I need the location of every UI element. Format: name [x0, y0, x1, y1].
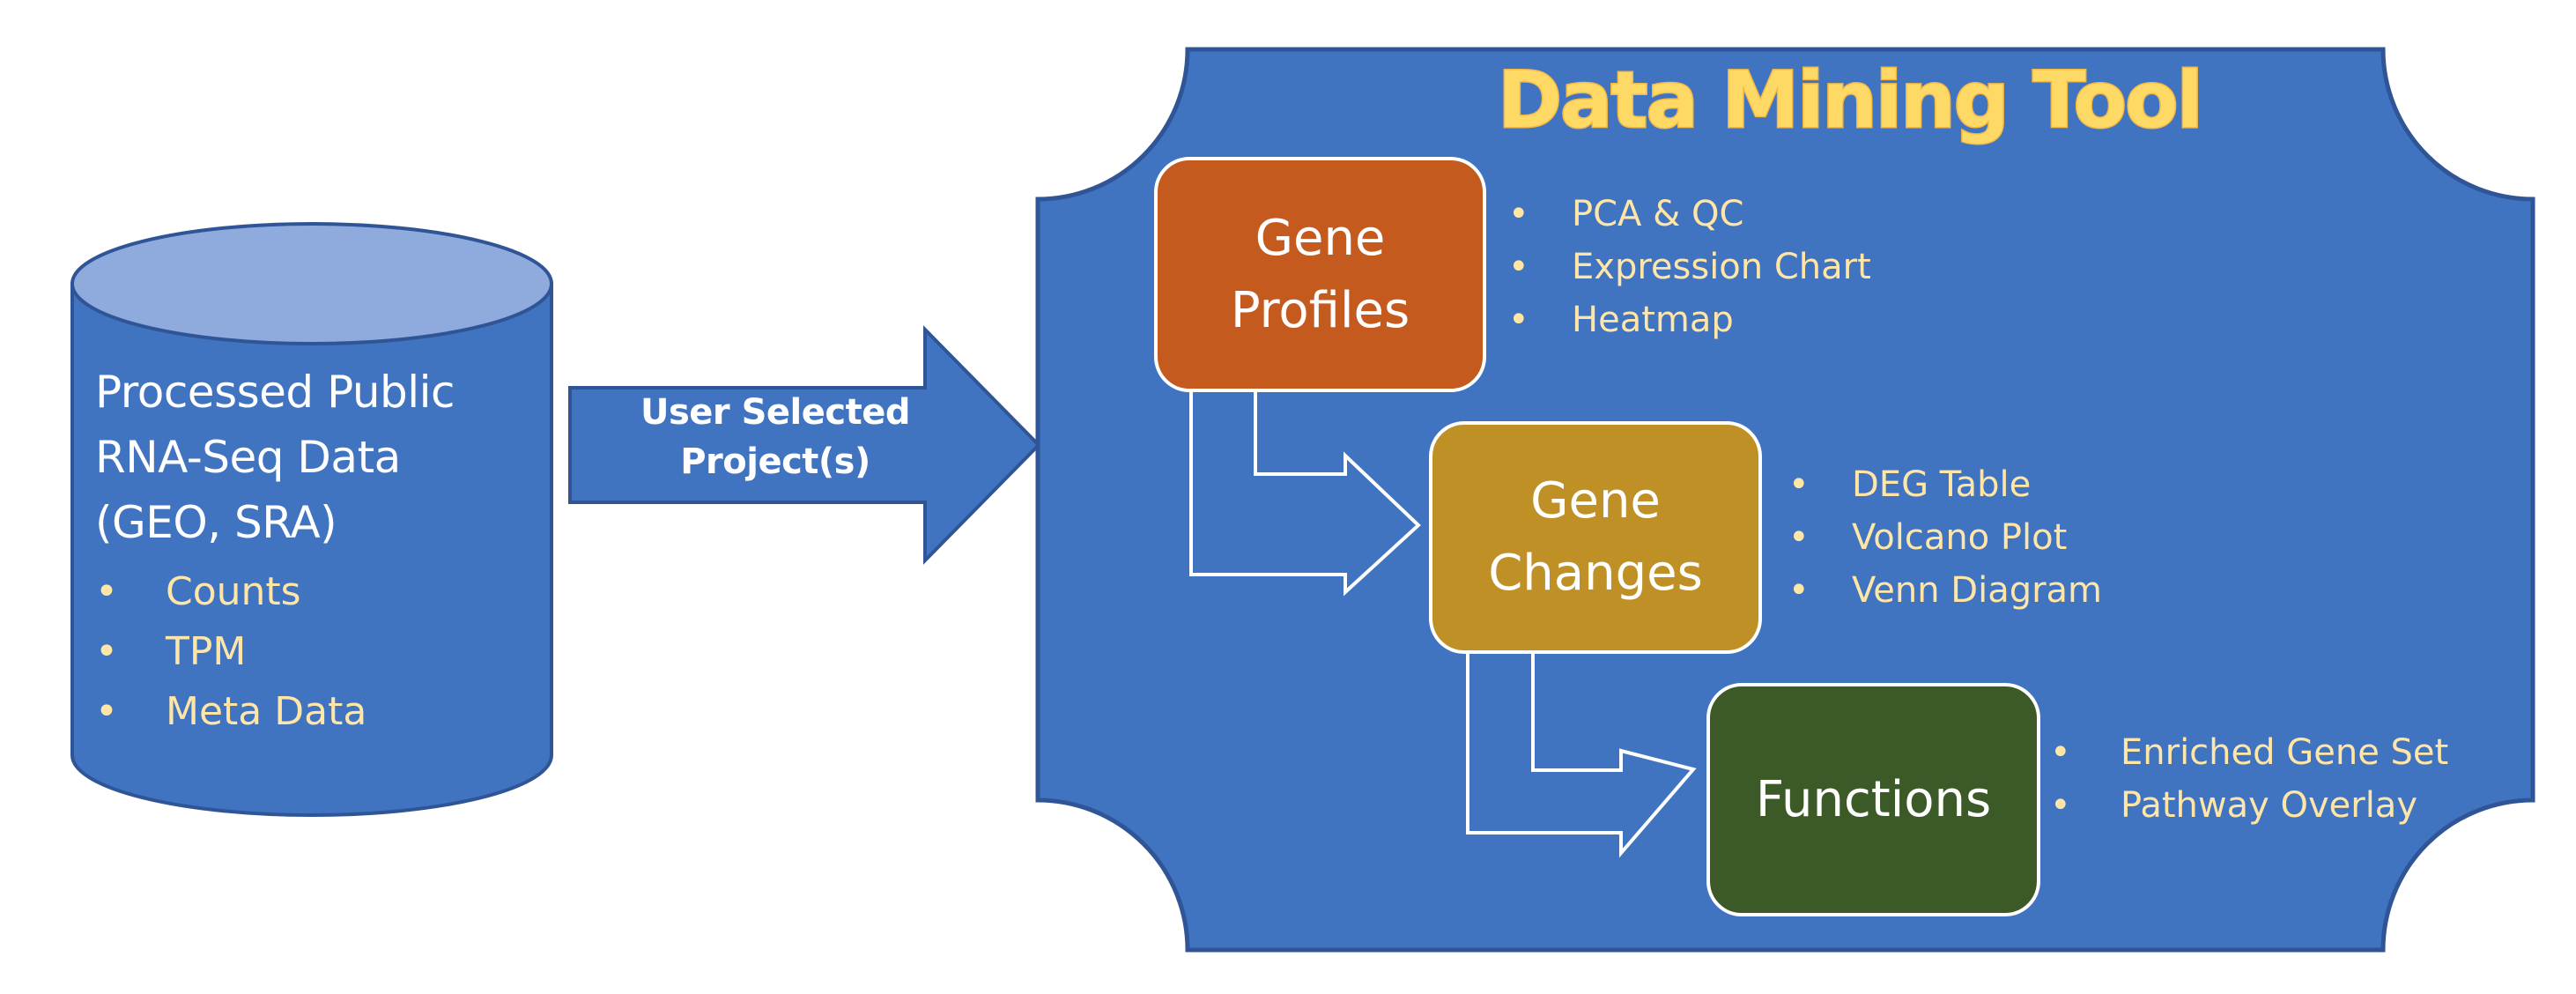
module-gene-changes: Gene Changes	[1429, 421, 1762, 654]
module-name-line: Profiles	[1230, 281, 1410, 339]
database-items-list: Counts TPM Meta Data	[95, 562, 366, 742]
module-name-line: Functions	[1755, 770, 1992, 828]
feature-item: Venn Diagram	[1788, 564, 2102, 617]
bent-arrow-profiles-to-changes	[1189, 392, 1421, 597]
module-functions: Functions	[1706, 683, 2040, 916]
bent-arrow-changes-to-functions	[1466, 654, 1697, 858]
flow-arrow-label-line: Project(s)	[680, 441, 870, 482]
feature-item: Enriched Gene Set	[2050, 726, 2448, 779]
module-gene-profiles: Gene Profiles	[1154, 157, 1486, 392]
panel-title: Data Mining Tool	[1497, 54, 2205, 147]
module-name-line: Gene	[1530, 472, 1661, 530]
flow-arrow-label: User Selected Project(s)	[608, 388, 943, 486]
feature-item: Heatmap	[1508, 293, 1871, 346]
database-item: Meta Data	[95, 682, 366, 742]
gene-profiles-features: PCA & QC Expression Chart Heatmap	[1508, 188, 1871, 346]
database-title-line: (GEO, SRA)	[95, 497, 337, 548]
database-title: Processed Public RNA-Seq Data (GEO, SRA)	[95, 360, 455, 555]
feature-item: Expression Chart	[1508, 241, 1871, 293]
database-title-line: RNA-Seq Data	[95, 432, 401, 483]
flow-arrow-shape	[568, 325, 1041, 565]
feature-item: DEG Table	[1788, 458, 2102, 511]
feature-item: Pathway Overlay	[2050, 779, 2448, 832]
module-name-line: Gene	[1255, 209, 1386, 267]
database-item: TPM	[95, 622, 366, 682]
feature-item: Volcano Plot	[1788, 511, 2102, 564]
cylinder-top	[70, 222, 553, 345]
gene-changes-features: DEG Table Volcano Plot Venn Diagram	[1788, 458, 2102, 617]
module-name-line: Changes	[1488, 545, 1703, 602]
functions-features: Enriched Gene Set Pathway Overlay	[2050, 726, 2448, 832]
database-title-line: Processed Public	[95, 367, 455, 418]
database-item: Counts	[95, 562, 366, 622]
flow-arrow-label-line: User Selected	[640, 392, 910, 433]
feature-item: PCA & QC	[1508, 188, 1871, 241]
